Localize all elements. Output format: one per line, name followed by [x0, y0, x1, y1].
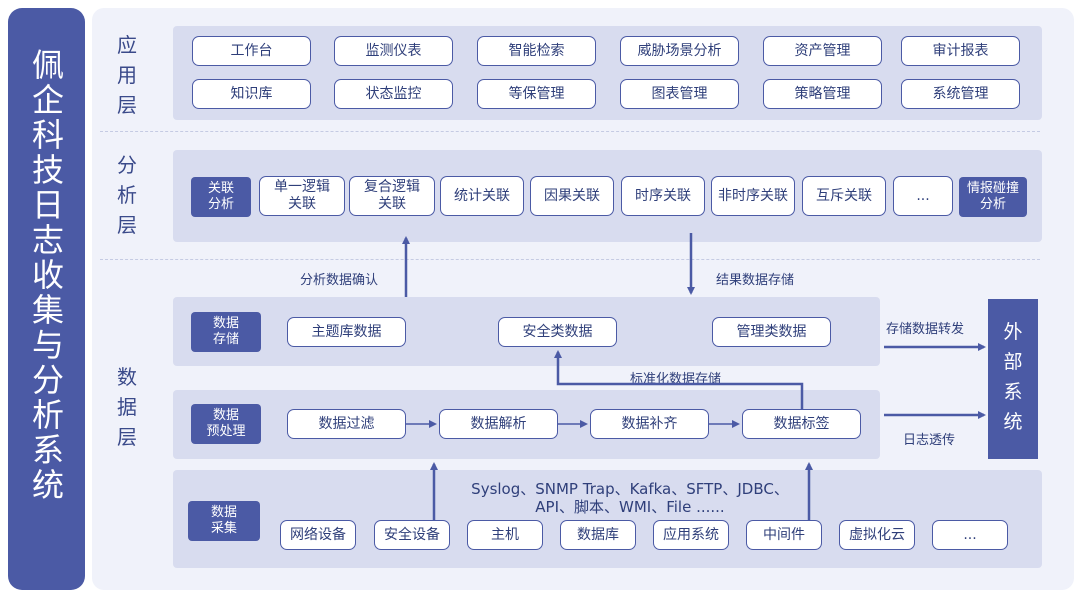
application-panel	[173, 26, 1042, 120]
analysis-tag-left: 关联分析	[191, 177, 251, 217]
label-confirm: 分析数据确认	[300, 273, 379, 288]
label-forward: 存储数据转发	[886, 322, 965, 337]
analysis-item: 时序关联	[621, 176, 705, 216]
protocols-line-2: API、脚本、WMI、File ......	[535, 498, 725, 516]
collect-item: 数据库	[560, 520, 636, 550]
layer-label-data: 数据层	[117, 365, 137, 449]
protocols-line-1: Syslog、SNMP Trap、Kafka、SFTP、JDBC、	[471, 480, 789, 498]
preprocess-item-tag: 数据标签	[742, 409, 861, 439]
preprocess-item-fill: 数据补齐	[590, 409, 709, 439]
external-system: 外部系统	[988, 299, 1038, 459]
preprocess-tag: 数据预处理	[191, 404, 261, 444]
external-system-label: 外部系统	[1003, 321, 1023, 433]
preprocess-item-parse: 数据解析	[439, 409, 558, 439]
app-item: 审计报表	[901, 36, 1020, 66]
app-item: 监测仪表	[334, 36, 453, 66]
collect-item: 安全设备	[374, 520, 450, 550]
label-log-pass: 日志透传	[903, 433, 956, 448]
storage-item-topic: 主题库数据	[287, 317, 406, 347]
collect-item: 虚拟化云	[839, 520, 915, 550]
collect-item: 主机	[467, 520, 543, 550]
preprocess-item-filter: 数据过滤	[287, 409, 406, 439]
collect-item: 网络设备	[280, 520, 356, 550]
layer-label-application: 应用层	[117, 33, 137, 117]
app-item: 威胁场景分析	[620, 36, 739, 66]
collect-item: ...	[932, 520, 1008, 550]
app-item: 工作台	[192, 36, 311, 66]
arrow-std-store	[554, 350, 804, 409]
app-item: 知识库	[192, 79, 311, 109]
app-item: 资产管理	[763, 36, 882, 66]
app-item: 策略管理	[763, 79, 882, 109]
collect-item: 应用系统	[653, 520, 729, 550]
analysis-item: 复合逻辑关联	[349, 176, 435, 216]
layer-label-analysis: 分析层	[117, 153, 137, 237]
analysis-item: ...	[893, 176, 953, 216]
sidebar	[8, 8, 85, 590]
storage-tag: 数据存储	[191, 312, 261, 352]
collect-panel	[173, 470, 1042, 568]
separator-1	[100, 131, 1040, 132]
system-title: 佩企科技日志收集与分析系统	[31, 46, 64, 504]
collect-item: 中间件	[746, 520, 822, 550]
analysis-tag-right: 情报碰撞分析	[959, 177, 1027, 217]
app-item: 系统管理	[901, 79, 1020, 109]
app-item: 图表管理	[620, 79, 739, 109]
app-item: 等保管理	[477, 79, 596, 109]
separator-2	[100, 259, 1040, 260]
app-item: 状态监控	[334, 79, 453, 109]
analysis-item: 非时序关联	[711, 176, 795, 216]
analysis-item: 互斥关联	[802, 176, 886, 216]
app-item: 智能检索	[477, 36, 596, 66]
storage-item-security: 安全类数据	[498, 317, 617, 347]
label-store-result: 结果数据存储	[716, 273, 795, 288]
collect-tag: 数据采集	[188, 501, 260, 541]
storage-item-management: 管理类数据	[712, 317, 831, 347]
analysis-item: 统计关联	[440, 176, 524, 216]
analysis-item: 单一逻辑关联	[259, 176, 345, 216]
analysis-item: 因果关联	[530, 176, 614, 216]
